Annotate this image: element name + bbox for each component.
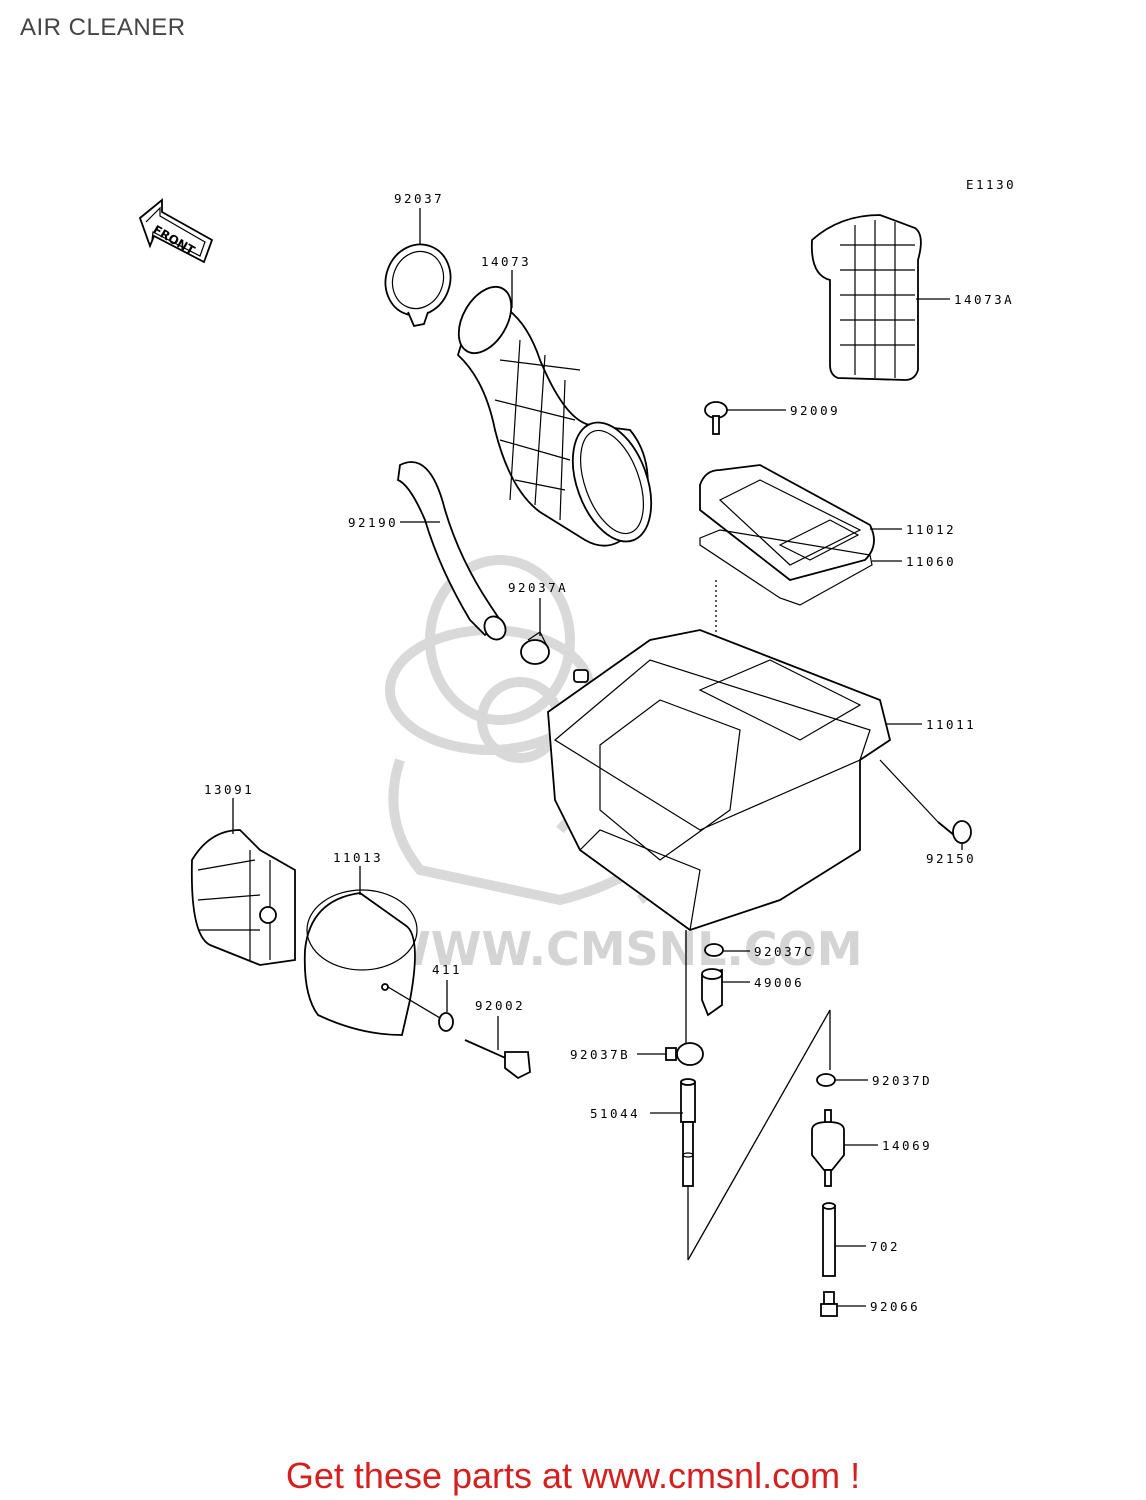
label-92037: 92037 (394, 191, 444, 206)
part-11011-air-cleaner-case (547, 629, 892, 932)
label-92002: 92002 (475, 998, 525, 1013)
label-14069: 14069 (882, 1138, 932, 1153)
label-92037B: 92037B (570, 1047, 630, 1062)
part-13091-screen (190, 829, 296, 966)
label-702: 702 (870, 1239, 900, 1254)
label-92009: 92009 (790, 403, 840, 418)
part-92037C-clip (704, 943, 724, 957)
part-14073-intake-duct (456, 286, 653, 547)
watermark-text: WWW.CMSNL.COM (380, 922, 863, 976)
front-arrow-icon: FRONT (138, 198, 214, 264)
promo-link[interactable]: Get these parts at www.cmsnl.com ! (285, 1455, 861, 1496)
part-14073A-duct (810, 214, 922, 381)
label-14073: 14073 (481, 254, 531, 269)
diagram-code: E1130 (966, 177, 1016, 192)
part-92066-plug (820, 1291, 838, 1317)
part-11012-cover (699, 464, 875, 581)
label-92190: 92190 (348, 515, 398, 530)
part-92037-clamp (384, 243, 452, 328)
label-411: 411 (432, 962, 462, 977)
label-49006: 49006 (754, 975, 804, 990)
part-92037B-clamp (665, 1042, 704, 1066)
part-49006-cap (701, 968, 723, 1017)
label-13091: 13091 (204, 782, 254, 797)
part-92037D-clip (816, 1073, 836, 1087)
part-92190-hose (397, 461, 507, 641)
label-11011: 11011 (926, 717, 976, 732)
part-11060-gasket (699, 529, 873, 606)
label-11013: 11013 (333, 850, 383, 865)
label-92037D: 92037D (872, 1073, 932, 1088)
part-702-tube (822, 1202, 836, 1277)
part-14069-fuel-filter (811, 1109, 845, 1187)
part-92009-bolt (704, 401, 728, 435)
part-11013-filter-element (303, 889, 418, 1036)
part-411-washer (438, 1012, 454, 1032)
label-11012: 11012 (906, 522, 956, 537)
label-92150: 92150 (926, 851, 976, 866)
label-11060: 11060 (906, 554, 956, 569)
label-14073A: 14073A (954, 292, 1014, 307)
label-51044: 51044 (590, 1106, 640, 1121)
part-51044-tube (680, 1078, 696, 1187)
label-92037A: 92037A (508, 580, 568, 595)
label-92037C: 92037C (754, 944, 814, 959)
part-92002-bolt (464, 1039, 531, 1080)
part-92150-bolt (879, 759, 972, 844)
label-92066: 92066 (870, 1299, 920, 1314)
page-title: AIR CLEANER (20, 14, 186, 41)
